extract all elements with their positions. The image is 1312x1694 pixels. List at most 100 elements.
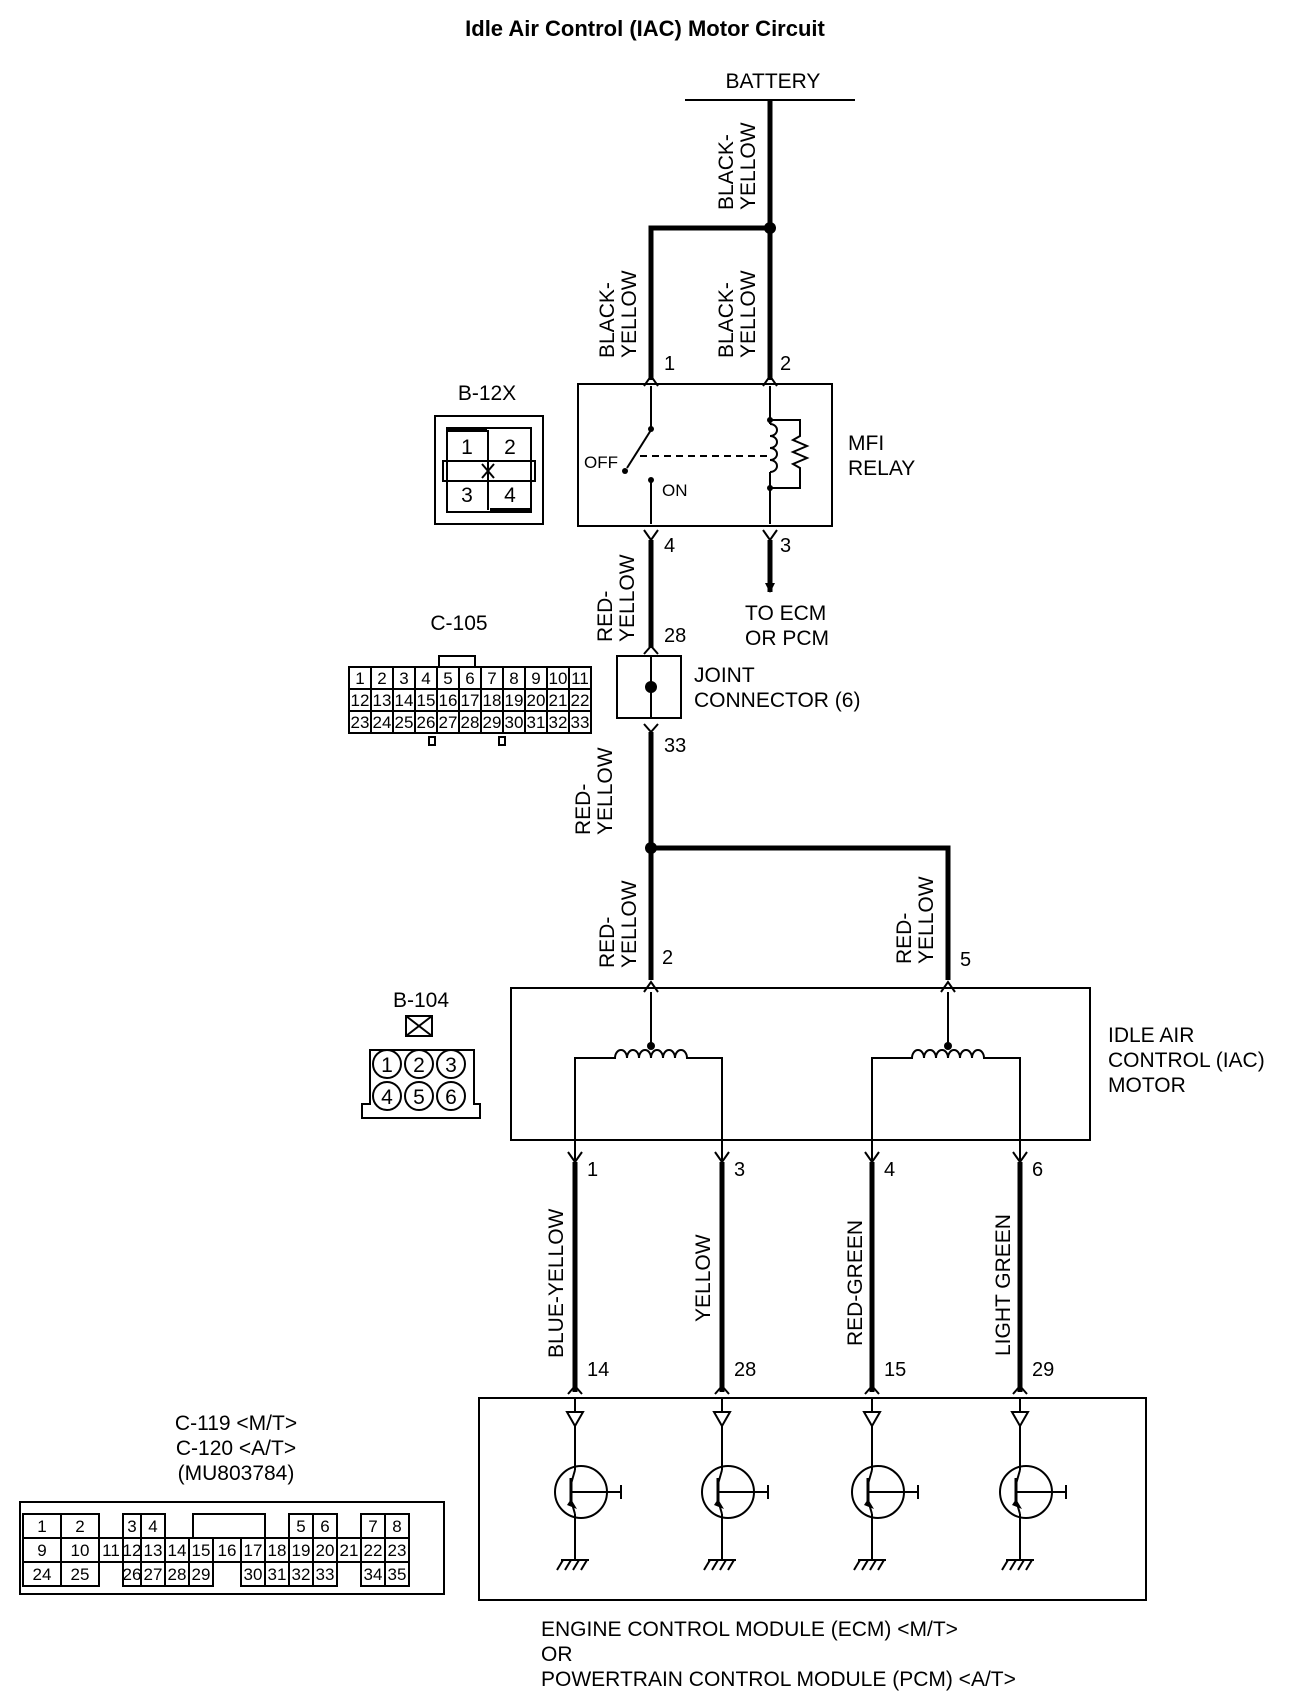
wire-label-signal-6: LIGHT GREEN xyxy=(992,1214,1015,1356)
joint-connector-cell: 9 xyxy=(531,669,540,688)
ecm-connector-cell: 26 xyxy=(123,1565,142,1584)
ecm-connector-cell: 24 xyxy=(33,1565,52,1584)
relay-connector-label: B-12X xyxy=(458,382,516,405)
iac-connector-cell-2: 2 xyxy=(413,1054,425,1077)
relay-on-label: ON xyxy=(662,481,688,500)
ground-hatch xyxy=(869,1559,877,1571)
iac-pin-6: 6 xyxy=(1032,1159,1043,1181)
joint-connector-cell: 27 xyxy=(439,713,458,732)
ground-hatch xyxy=(719,1559,727,1571)
iac-connector-face: 1 2 3 4 5 6 xyxy=(361,1015,481,1119)
relay-coil xyxy=(769,423,778,473)
ecm-connector-cell: 2 xyxy=(75,1517,84,1536)
driver-diode xyxy=(862,1411,882,1429)
joint-connector-cell: 2 xyxy=(377,669,386,688)
iac-connector-cell-1: 1 xyxy=(381,1054,393,1077)
joint-connector-label: C-105 xyxy=(430,612,487,635)
joint-connector-cell: 6 xyxy=(465,669,474,688)
joint-connector-cell: 14 xyxy=(395,691,414,710)
joint-connector-cell: 1 xyxy=(355,669,364,688)
iac-pin-1: 1 xyxy=(587,1159,598,1181)
joint-connector-cell: 24 xyxy=(373,713,392,732)
relay-connector-cell-3: 3 xyxy=(461,484,473,507)
joint-connector-cell: 33 xyxy=(571,713,590,732)
relay-connector-cell-4: 4 xyxy=(504,484,516,507)
ecm-connector-cell: 25 xyxy=(71,1565,90,1584)
svg-text:YELLOW: YELLOW xyxy=(692,1234,715,1322)
ecm-connector-cell: 22 xyxy=(364,1541,383,1560)
ecm-connector-cell: 18 xyxy=(268,1541,287,1560)
diagram-title: Idle Air Control (IAC) Motor Circuit xyxy=(465,16,825,41)
driver-diode xyxy=(565,1411,585,1429)
driver-collector-leg xyxy=(717,1469,723,1485)
joint-connector-cell: 15 xyxy=(417,691,436,710)
iac-pin-4: 4 xyxy=(884,1159,895,1181)
iac-pin5-wire xyxy=(651,845,951,980)
svg-text:LIGHT GREEN: LIGHT GREEN xyxy=(992,1214,1015,1356)
wire-label-iac-pin2: RED-YELLOW xyxy=(596,880,641,968)
iac-pin-5: 5 xyxy=(960,949,971,971)
ecm-connector-cell: 11 xyxy=(102,1541,120,1560)
wire-label-relay-pin1: BLACK-YELLOW xyxy=(596,270,641,358)
ecm-connector-cell: 23 xyxy=(388,1541,407,1560)
ecm-connector-cell: 8 xyxy=(392,1517,401,1536)
ecm-pin-29: 29 xyxy=(1032,1359,1054,1381)
ground-hatch xyxy=(1025,1559,1033,1571)
signal-wires xyxy=(567,1151,1028,1395)
ground-hatch xyxy=(572,1559,580,1571)
ecm-connector-cell: 19 xyxy=(292,1541,311,1560)
ecm-connector-cell: 7 xyxy=(368,1517,377,1536)
joint-connector-cell: 16 xyxy=(439,691,458,710)
driver-emitter-arrow xyxy=(714,1499,724,1509)
ground-hatch xyxy=(1017,1559,1025,1571)
relay-pin2-arrow xyxy=(762,374,778,387)
ecm-connector-cell: 9 xyxy=(37,1541,46,1560)
ecm-connector-cell: 3 xyxy=(127,1517,136,1536)
ground-hatch xyxy=(1001,1559,1009,1571)
ground-hatch xyxy=(556,1559,564,1571)
driver-collector-leg xyxy=(867,1469,873,1485)
ecm-connector-cell: 15 xyxy=(192,1541,211,1560)
svg-text:BLUE-YELLOW: BLUE-YELLOW xyxy=(545,1208,568,1358)
ecm-connector-cell: 34 xyxy=(364,1565,383,1584)
ground-hatch xyxy=(727,1559,735,1571)
svg-text:BLACK-YELLOW: BLACK-YELLOW xyxy=(596,270,641,358)
joint-connector-cell: 12 xyxy=(351,691,370,710)
svg-text:RED-YELLOW: RED-YELLOW xyxy=(596,880,641,968)
iac-motor-box xyxy=(510,987,1091,1141)
joint-in-arrow xyxy=(643,644,659,655)
ecm-connector-cell: 27 xyxy=(144,1565,163,1584)
joint-connector-cell: 25 xyxy=(395,713,414,732)
ecm-pin-15: 15 xyxy=(884,1359,906,1381)
iac-connector-cell-3: 3 xyxy=(445,1054,457,1077)
svg-text:RED-YELLOW: RED-YELLOW xyxy=(893,876,938,964)
ecm-connector-cell: 16 xyxy=(218,1541,237,1560)
ecm-connector-cell: 6 xyxy=(320,1517,329,1536)
ecm-connector-cell: 30 xyxy=(244,1565,263,1584)
joint-connector-cell: 32 xyxy=(549,713,568,732)
ecm-pin-28: 28 xyxy=(734,1359,756,1381)
joint-connector-cell: 5 xyxy=(443,669,452,688)
iac-connector-label: B-104 xyxy=(393,989,449,1012)
joint-connector-cell: 26 xyxy=(417,713,436,732)
wire-label-relay-out: RED-YELLOW xyxy=(594,554,639,642)
driver-diode xyxy=(1010,1411,1030,1429)
relay-pin3-arrow xyxy=(762,529,778,542)
ecm-connector-cell: 14 xyxy=(168,1541,187,1560)
relay-pin-4: 4 xyxy=(664,535,675,557)
driver-collector-leg xyxy=(1015,1469,1021,1485)
joint-connector-cell: 10 xyxy=(549,669,568,688)
ecm-input-arrow xyxy=(567,1384,583,1395)
wire-label-signal-4: RED-GREEN xyxy=(844,1220,867,1346)
iac-pin5-arrow xyxy=(940,980,956,993)
joint-connector-cell: 20 xyxy=(527,691,546,710)
wire-label-iac-pin5: RED-YELLOW xyxy=(893,876,938,964)
relay-pin-3: 3 xyxy=(780,535,791,557)
relay-switch-pivot xyxy=(622,468,628,474)
joint-connector-cell: 13 xyxy=(373,691,392,710)
joint-connector-cell: 7 xyxy=(487,669,496,688)
